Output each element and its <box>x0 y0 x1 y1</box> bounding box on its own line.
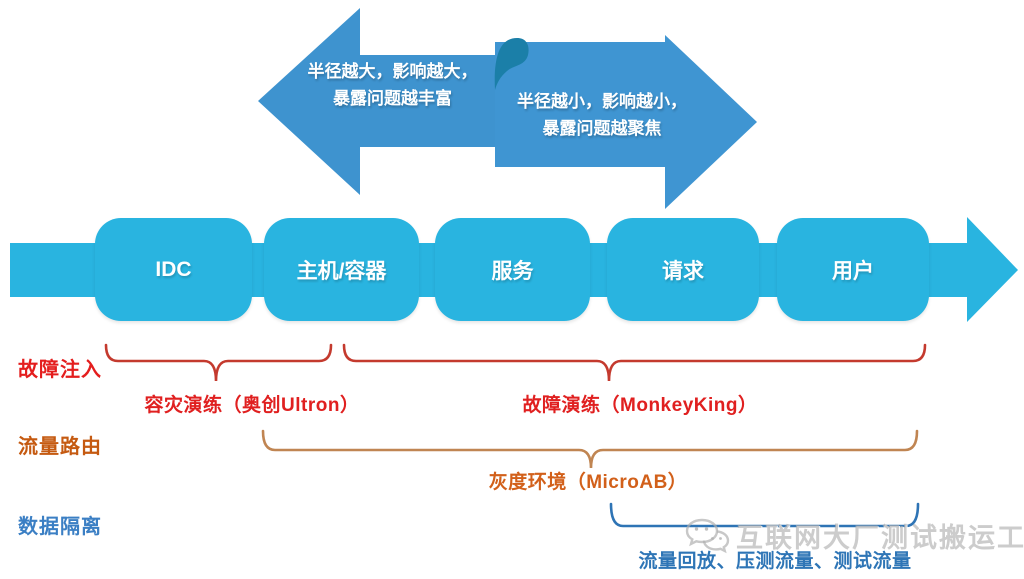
stage-box-host-container: 主机/容器 <box>264 218 419 321</box>
annotation-gray-environment: 灰度环境（MicroAB） <box>488 472 688 493</box>
bracket-traffic-types <box>609 502 920 528</box>
stage-box-service: 服务 <box>435 218 590 321</box>
left-arrow-caption-line2: 暴露问题越丰富 <box>333 89 452 108</box>
annotation-disaster-drill: 容灾演练（奥创Ultron） <box>144 395 360 416</box>
brace-fault-drill <box>342 343 927 382</box>
row-label-data-isolation: 数据隔离 <box>18 516 102 538</box>
left-arrow-caption-line1: 半径越大，影响越大， <box>307 62 478 81</box>
stage-box-idc: IDC <box>95 218 252 321</box>
stage-label: 服务 <box>491 259 534 283</box>
row-label-fault-injection: 故障注入 <box>18 359 102 381</box>
stage-box-user: 用户 <box>777 218 929 321</box>
right-arrow-caption-line2: 暴露问题越聚焦 <box>542 119 662 138</box>
stage-label: 主机/容器 <box>296 259 387 283</box>
stage-label: 用户 <box>832 259 874 283</box>
annotation-traffic-types: 流量回放、压测流量、测试流量 <box>638 551 912 572</box>
left-arrow-caption: 半径越大，影响越大， 暴露问题越丰富 <box>285 58 500 112</box>
annotation-fault-drill: 故障演练（MonkeyKing） <box>522 395 758 416</box>
right-arrow-caption: 半径越小，影响越小， 暴露问题越聚焦 <box>502 88 702 142</box>
stage-label: IDC <box>155 257 192 281</box>
flow-arrowhead-icon <box>967 217 1018 322</box>
stage-label: 请求 <box>662 259 704 283</box>
right-arrow-caption-line1: 半径越小，影响越小， <box>517 92 687 111</box>
row-label-traffic-routing: 流量路由 <box>18 436 102 458</box>
ribbon-fold-curl-icon <box>494 38 529 90</box>
stage-box-request: 请求 <box>607 218 759 321</box>
right-scope-arrow <box>495 35 757 209</box>
left-scope-arrow <box>258 8 515 195</box>
brace-gray-environment <box>261 429 919 469</box>
brace-disaster-drill <box>104 343 333 382</box>
